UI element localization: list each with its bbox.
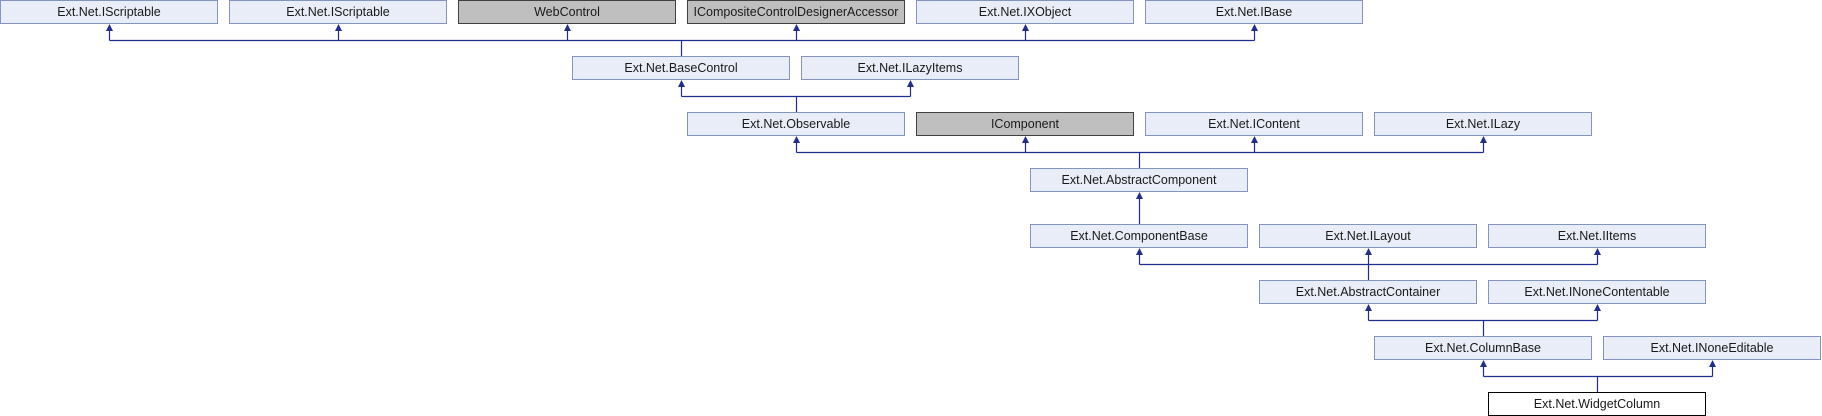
arrowhead-iscriptable1-to-basecontrol [106,24,113,31]
arrowhead-inoneeditable-to-widgetcolumn [1709,360,1716,367]
arrowhead-iscriptable2-to-basecontrol [335,24,342,31]
class-node-ibase[interactable]: Ext.Net.IBase [1145,0,1363,24]
class-node-ilazy[interactable]: Ext.Net.ILazy [1374,112,1592,136]
arrowhead-componentbase-to-abstractcontainer [1136,248,1143,255]
arrowhead-webcontrol-to-basecontrol [564,24,571,31]
arrowhead-abstractcontainer-to-columnbase [1365,304,1372,311]
arrowhead-ilazy-to-abstractcomponent [1480,136,1487,143]
class-node-icompositecontroldesigneraccessor: ICompositeControlDesignerAccessor [687,0,905,24]
class-node-ilazyitems[interactable]: Ext.Net.ILazyItems [801,56,1019,80]
class-node-ilayout[interactable]: Ext.Net.ILayout [1259,224,1477,248]
class-node-iscriptable-2[interactable]: Ext.Net.IScriptable [229,0,447,24]
class-node-inoneeditable[interactable]: Ext.Net.INoneEditable [1603,336,1821,360]
arrowhead-abstractcomponent-to-componentbase [1136,192,1143,199]
class-node-icomponent: IComponent [916,112,1134,136]
class-node-webcontrol: WebControl [458,0,676,24]
class-node-iitems[interactable]: Ext.Net.IItems [1488,224,1706,248]
class-node-icontent[interactable]: Ext.Net.IContent [1145,112,1363,136]
class-node-abstractcontainer[interactable]: Ext.Net.AbstractContainer [1259,280,1477,304]
arrowhead-iitems-to-abstractcontainer [1594,248,1601,255]
class-node-abstractcomponent[interactable]: Ext.Net.AbstractComponent [1030,168,1248,192]
arrowhead-observable-to-abstractcomponent [793,136,800,143]
arrowhead-icompositecontroldesigneraccessor-to-basecontrol [793,24,800,31]
arrowhead-ixobject-to-basecontrol [1022,24,1029,31]
arrowhead-icomponent-to-abstractcomponent [1022,136,1029,143]
arrowhead-ilazyitems-to-observable [907,80,914,87]
class-node-columnbase[interactable]: Ext.Net.ColumnBase [1374,336,1592,360]
arrowhead-inonecontentable-to-columnbase [1594,304,1601,311]
arrowhead-ibase-to-basecontrol [1251,24,1258,31]
class-node-ixobject[interactable]: Ext.Net.IXObject [916,0,1134,24]
class-node-iscriptable-1[interactable]: Ext.Net.IScriptable [0,0,218,24]
class-node-inonecontentable[interactable]: Ext.Net.INoneContentable [1488,280,1706,304]
class-node-componentbase[interactable]: Ext.Net.ComponentBase [1030,224,1248,248]
class-node-observable[interactable]: Ext.Net.Observable [687,112,905,136]
arrowhead-ilayout-to-abstractcontainer [1365,248,1372,255]
arrowhead-basecontrol-to-observable [678,80,685,87]
arrowhead-icontent-to-abstractcomponent [1251,136,1258,143]
class-node-widgetcolumn: Ext.Net.WidgetColumn [1488,392,1706,416]
arrowhead-columnbase-to-widgetcolumn [1480,360,1487,367]
class-node-basecontrol[interactable]: Ext.Net.BaseControl [572,56,790,80]
